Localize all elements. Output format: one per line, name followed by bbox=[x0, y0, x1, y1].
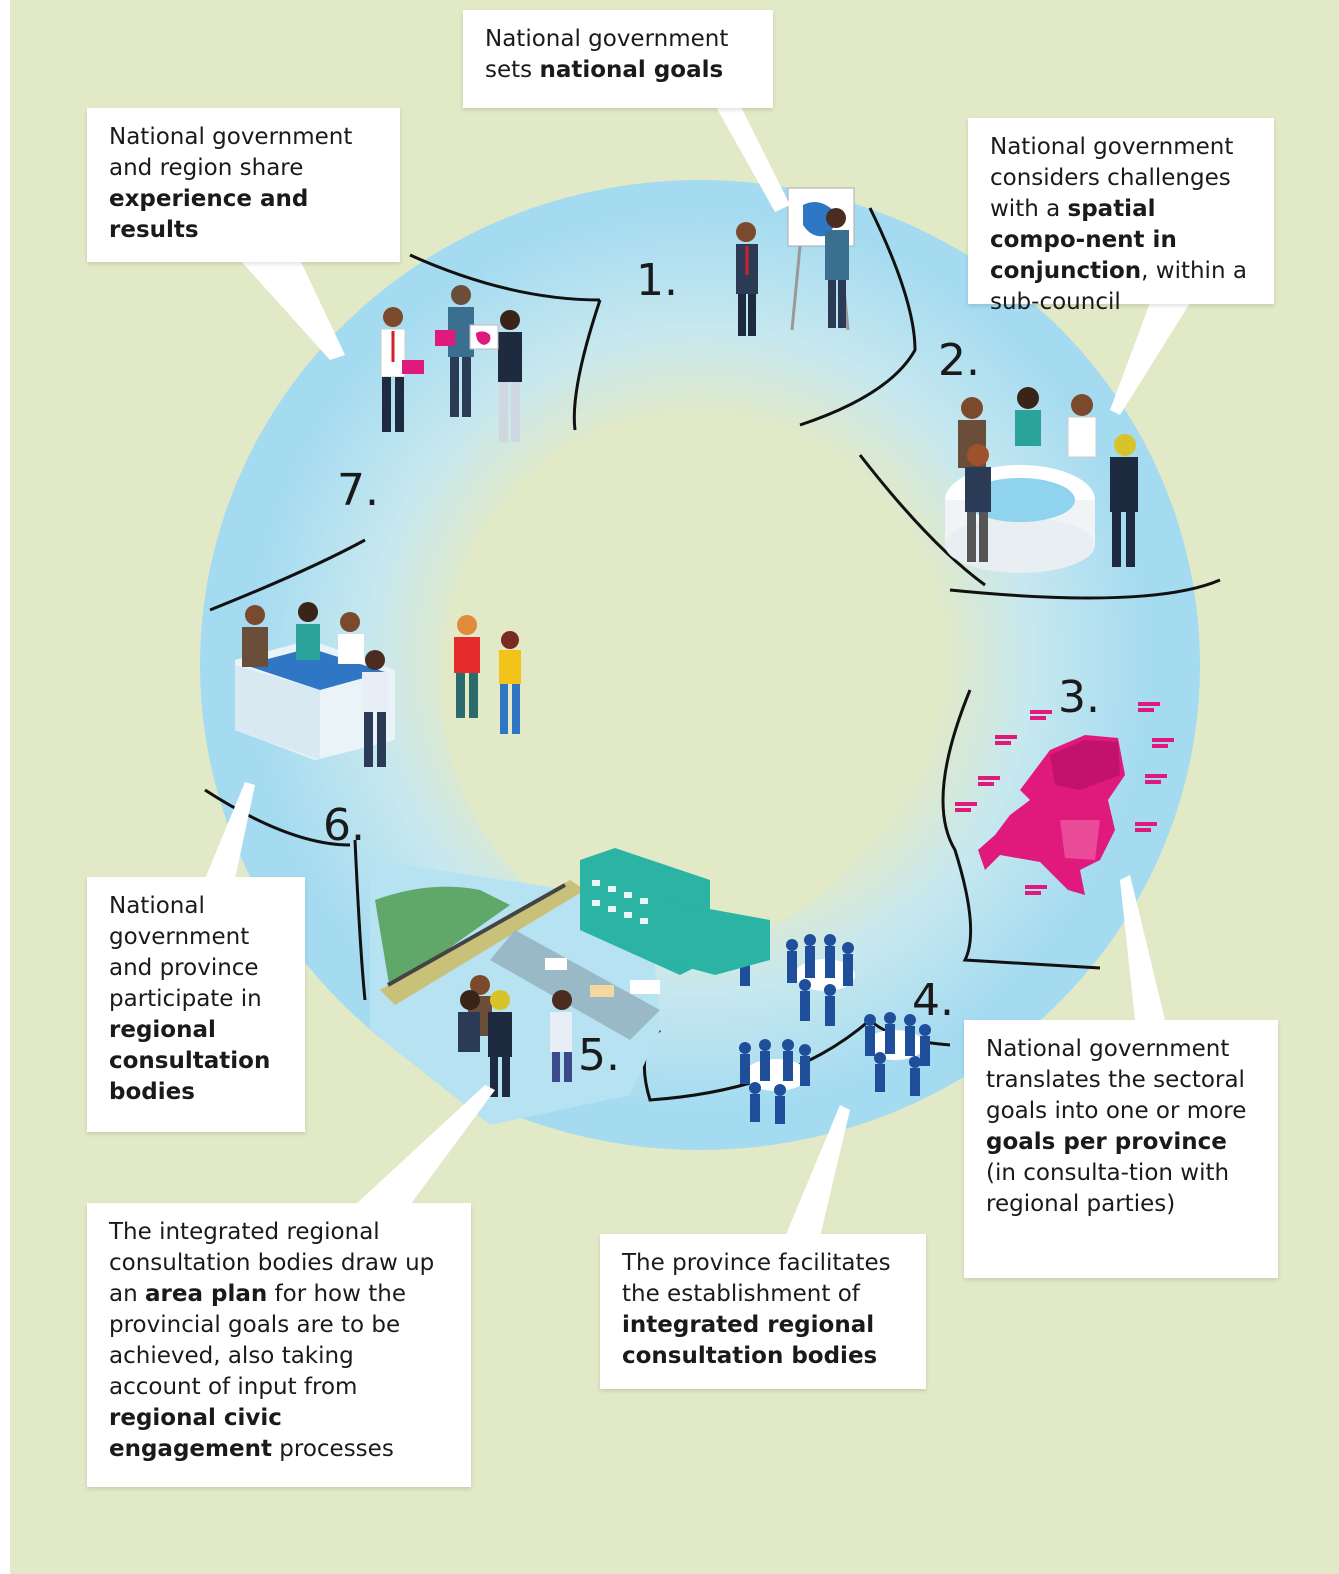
callout-bold-text: regional consultation bodies bbox=[109, 1017, 271, 1105]
step-3-callout: National government translates the secto… bbox=[964, 1020, 1278, 1278]
step4-illustration bbox=[739, 934, 931, 1124]
step3-illustration bbox=[955, 702, 1174, 895]
callout-text: The province facilitates the establishme… bbox=[622, 1250, 891, 1307]
step-number: 5. bbox=[578, 1030, 620, 1081]
step-number: 6. bbox=[323, 800, 365, 851]
callout-bold-text: goals per province bbox=[986, 1129, 1227, 1155]
callout-tails bbox=[205, 105, 1190, 1237]
step1-illustration bbox=[736, 187, 855, 336]
diagram-canvas: 1. 2. 3. 4. 5. 6. 7. National government… bbox=[10, 0, 1339, 1574]
step-2-callout: National government considers challenges… bbox=[968, 118, 1274, 315]
step-6-callout: National government and province partici… bbox=[87, 877, 305, 1132]
callout-text: National government and province partici… bbox=[109, 893, 262, 1012]
step-number: 3. bbox=[1058, 672, 1100, 723]
callout-text: The integrated regional consultation bod… bbox=[109, 1219, 435, 1307]
callout-text: , within a sub-council bbox=[990, 258, 1247, 315]
callout-bold-text: national goals bbox=[539, 57, 724, 83]
step-4-callout: The province facilitates the establishme… bbox=[600, 1234, 926, 1389]
callout-bold-text: integrated regional consultation bodies bbox=[622, 1312, 878, 1369]
step-number: 1. bbox=[636, 255, 678, 306]
callout-bold-text: experience and results bbox=[109, 186, 309, 243]
callout-text: for how the provincial goals are to be a… bbox=[109, 1281, 406, 1400]
step5-illustration bbox=[370, 848, 770, 1125]
step-5-callout: The integrated regional consultation bod… bbox=[87, 1203, 471, 1487]
callout-bold-text: spatial compo-nent in conjunction bbox=[990, 196, 1177, 284]
step7-illustration bbox=[380, 285, 522, 442]
step-number: 7. bbox=[337, 465, 379, 516]
callout-text: National government translates the secto… bbox=[986, 1036, 1247, 1124]
callout-bold-text: regional civic engagement bbox=[109, 1405, 282, 1462]
step-1-callout: National government sets national goals bbox=[463, 10, 773, 108]
callout-bold-text: area plan bbox=[144, 1281, 268, 1307]
step6-illustration bbox=[235, 602, 521, 767]
step-number: 2. bbox=[938, 335, 980, 386]
callout-text: National government sets bbox=[485, 26, 729, 83]
step-number: 4. bbox=[912, 975, 954, 1026]
callout-text: processes bbox=[271, 1436, 394, 1462]
step-7-callout: National government and region share exp… bbox=[87, 108, 400, 262]
step2-illustration bbox=[945, 387, 1138, 573]
callout-text: National government and region share bbox=[109, 124, 353, 181]
cycle-center bbox=[440, 415, 920, 945]
cycle-illustration bbox=[200, 105, 1221, 1237]
callout-text: (in consulta-tion with regional parties) bbox=[986, 1160, 1230, 1217]
callout-text: National government considers challenges… bbox=[990, 134, 1234, 222]
